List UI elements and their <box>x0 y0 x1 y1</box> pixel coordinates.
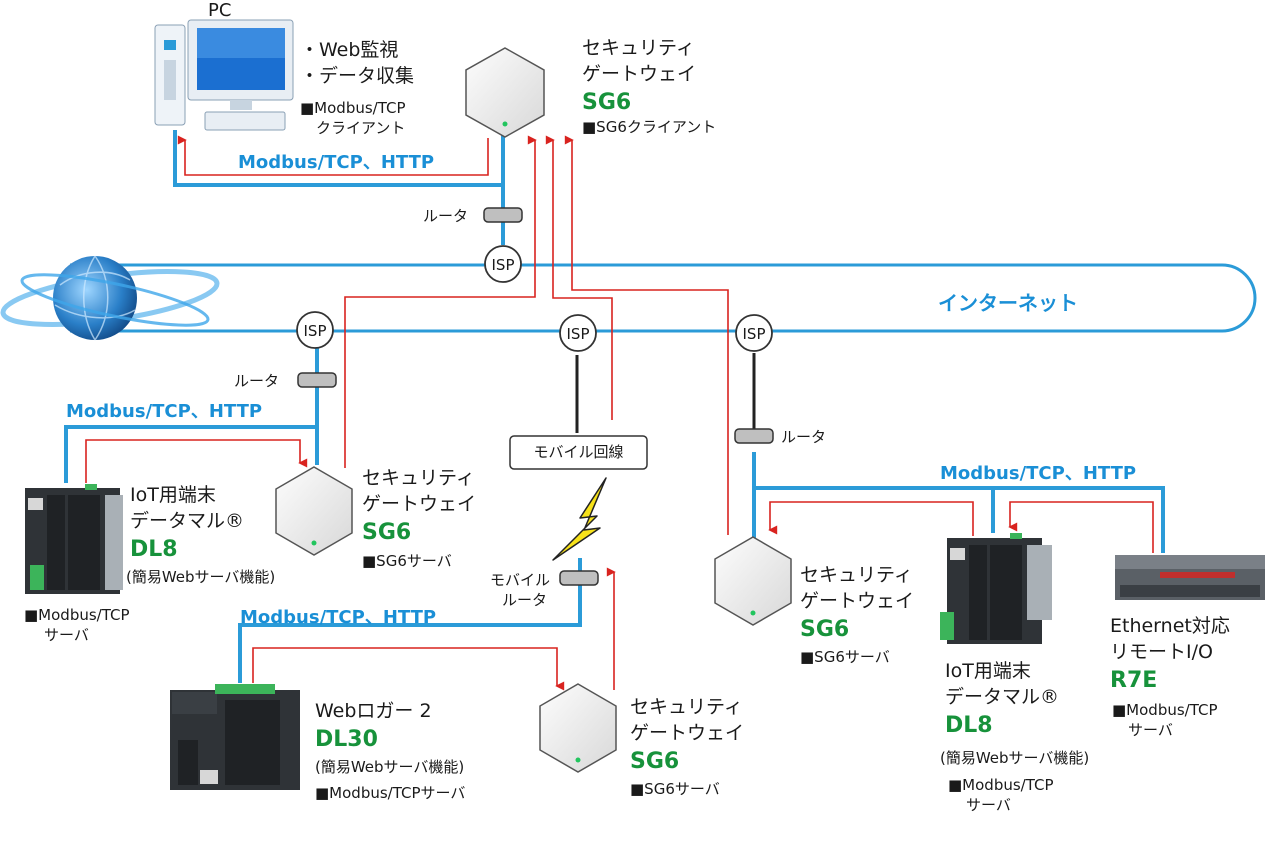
pc-role-line1: ■Modbus/TCP <box>300 99 406 117</box>
security-gateway-top-icon <box>465 47 545 138</box>
right-sg-role: ■SG6サーバ <box>800 648 890 666</box>
right-sg-name2: ゲートウェイ <box>800 590 915 612</box>
mobile-line-box <box>509 435 648 470</box>
bottom-device-name: Webロガー 2 <box>315 700 432 722</box>
bottom-device-code: DL30 <box>315 727 378 752</box>
sg-top-role: ■SG6クライアント <box>582 118 717 136</box>
mobile-router-label2: ルータ <box>502 591 548 609</box>
globe-icon <box>0 255 220 341</box>
left-link-label: Modbus/TCP、HTTP <box>66 401 263 422</box>
bottom-sg-name2: ゲートウェイ <box>630 722 745 744</box>
right-device-name2: データマル® <box>945 686 1060 708</box>
blue-links <box>64 112 1165 683</box>
isp-top-label: ISP <box>491 256 515 274</box>
bottom-device-note: (簡易Webサーバ機能) <box>315 758 465 776</box>
left-device-name1: IoT用端末 <box>130 484 216 506</box>
r7e-device-icon <box>1115 555 1265 600</box>
right-sg-name1: セキュリティ <box>800 564 913 586</box>
internet-label: インターネット <box>938 291 1078 315</box>
right-device-role2: サーバ <box>966 796 1011 814</box>
left-device-role1: ■Modbus/TCP <box>24 606 130 624</box>
dl8-right-device-icon <box>940 533 1052 644</box>
left-device-name2: データマル® <box>130 510 245 532</box>
right-device-note: (簡易Webサーバ機能) <box>940 749 1090 767</box>
security-gateway-bottom-icon <box>539 683 617 773</box>
pc-icon <box>154 19 294 131</box>
left-sg-name1: セキュリティ <box>362 467 475 489</box>
isp-node-top <box>484 245 522 283</box>
router-top-icon <box>483 207 523 223</box>
right-io-role1: ■Modbus/TCP <box>1112 701 1218 719</box>
sg-top-code: SG6 <box>582 90 632 115</box>
router-left-label: ルータ <box>234 372 280 390</box>
right-sg-code: SG6 <box>800 617 850 642</box>
sg-top-name2: ゲートウェイ <box>582 63 697 85</box>
router-left-icon <box>297 372 337 388</box>
mobile-router-icon <box>559 570 599 586</box>
bottom-sg-name1: セキュリティ <box>630 696 743 718</box>
red-arrows <box>85 135 1154 691</box>
right-device-role1: ■Modbus/TCP <box>948 776 1054 794</box>
right-io-name1: Ethernet対応 <box>1110 615 1230 637</box>
right-link-label: Modbus/TCP、HTTP <box>940 463 1137 484</box>
dl30-device-icon <box>170 684 300 790</box>
isp-node-right <box>735 314 773 352</box>
isp-left-label: ISP <box>303 322 327 340</box>
isp-node-middle <box>559 314 597 352</box>
router-right-label: ルータ <box>781 428 827 446</box>
pc-title: PC <box>208 0 232 21</box>
right-device-code: DL8 <box>945 713 993 738</box>
internet-ring <box>70 263 1257 333</box>
pc-link-label: Modbus/TCP、HTTP <box>238 152 435 173</box>
pc-role-line2: クライアント <box>316 119 406 137</box>
left-device-code: DL8 <box>130 537 178 562</box>
right-io-role2: サーバ <box>1128 721 1173 739</box>
left-device-note: (簡易Webサーバ機能) <box>126 568 276 586</box>
black-links <box>575 353 756 433</box>
left-sg-role: ■SG6サーバ <box>362 552 452 570</box>
isp-right-label: ISP <box>742 325 766 343</box>
sg-top-name1: セキュリティ <box>582 37 695 59</box>
bottom-link-label: Modbus/TCP、HTTP <box>240 607 437 628</box>
left-device-role2: サーバ <box>44 626 89 644</box>
router-top-label: ルータ <box>423 207 469 225</box>
security-gateway-left-icon <box>275 466 353 556</box>
isp-node-left <box>296 311 334 349</box>
dl8-left-device-icon <box>25 484 123 594</box>
bottom-sg-role: ■SG6サーバ <box>630 780 720 798</box>
lightning-icon <box>552 477 607 561</box>
bottom-sg-code: SG6 <box>630 749 680 774</box>
security-gateway-right-icon <box>714 536 792 626</box>
bottom-device-role: ■Modbus/TCPサーバ <box>315 784 466 802</box>
right-device-name1: IoT用端末 <box>945 660 1031 682</box>
mobile-line-label: モバイル回線 <box>533 443 624 461</box>
left-sg-name2: ゲートウェイ <box>362 493 477 515</box>
mobile-router-label1: モバイル <box>490 571 551 589</box>
right-io-name2: リモートI/O <box>1110 641 1213 663</box>
pc-use-data: ・データ収集 <box>300 65 415 87</box>
right-io-code: R7E <box>1110 668 1158 693</box>
router-right-icon <box>734 428 774 444</box>
isp-middle-label: ISP <box>566 325 590 343</box>
left-sg-code: SG6 <box>362 520 412 545</box>
pc-use-web: ・Web監視 <box>300 39 399 61</box>
